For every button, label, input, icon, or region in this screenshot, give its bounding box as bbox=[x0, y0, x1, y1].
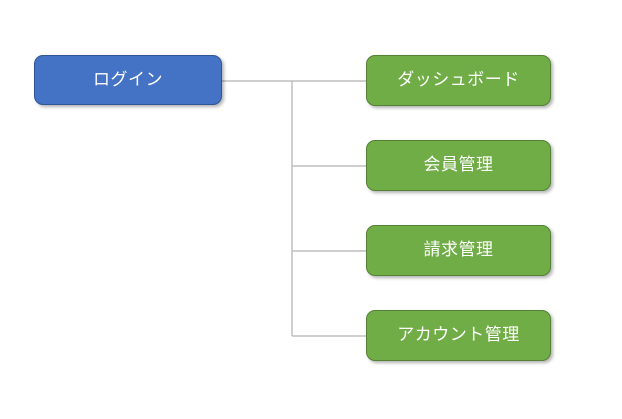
node-login-label: ログイン bbox=[93, 69, 163, 90]
node-dashboard-label: ダッシュボード bbox=[397, 70, 520, 90]
connector-lines bbox=[222, 80, 366, 337]
node-member-management[interactable]: 会員管理 bbox=[366, 140, 551, 191]
node-login[interactable]: ログイン bbox=[34, 55, 222, 105]
node-dashboard[interactable]: ダッシュボード bbox=[366, 55, 551, 106]
node-account-management[interactable]: アカウント管理 bbox=[366, 310, 551, 361]
node-member-management-label: 会員管理 bbox=[423, 155, 494, 175]
node-billing-management-label: 請求管理 bbox=[423, 240, 494, 260]
node-account-management-label: アカウント管理 bbox=[397, 325, 520, 345]
node-billing-management[interactable]: 請求管理 bbox=[366, 225, 551, 276]
